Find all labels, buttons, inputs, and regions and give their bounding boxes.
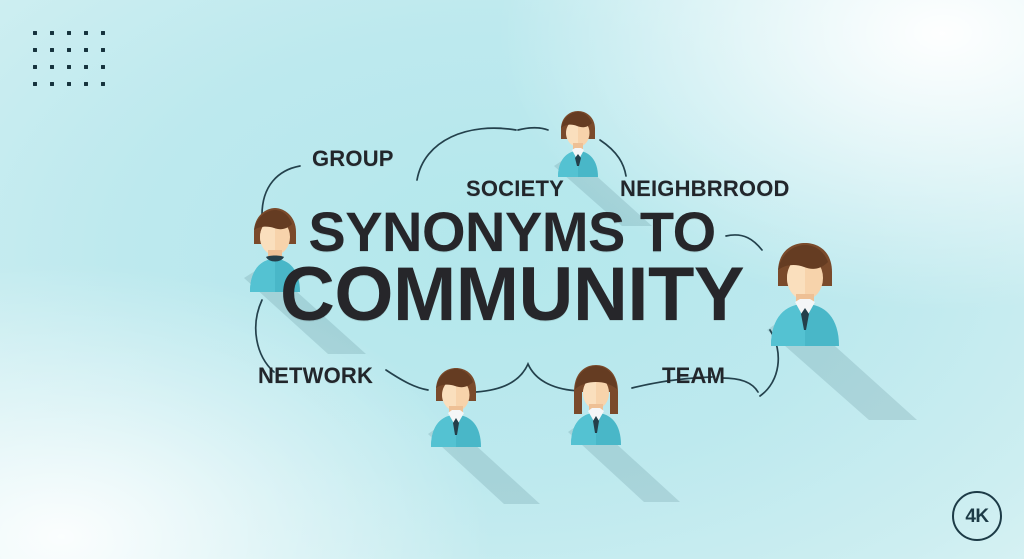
grid-dot [84,65,88,69]
headline-line-1: SYNONYMS TO [308,200,716,263]
grid-dot [50,31,54,35]
grid-dot [84,82,88,86]
keyword-team: TEAM [662,363,726,388]
grid-dot [101,65,105,69]
headline-line-2: COMMUNITY [279,251,745,337]
keyword-society: SOCIETY [466,176,564,201]
grid-dot [33,82,37,86]
grid-dot [50,82,54,86]
headline-block: SYNONYMS TO COMMUNITY [0,200,1024,337]
grid-dot [50,65,54,69]
keyword-network: NETWORK [258,363,374,388]
grid-dot [67,48,71,52]
resolution-badge-label: 4K [965,505,989,527]
avatar-top [548,108,652,226]
dot-grid-decoration [33,31,109,86]
avatar-bottom-right [560,362,680,502]
grid-dot [33,48,37,52]
grid-dot [67,65,71,69]
grid-dot [101,82,105,86]
grid-dot [84,31,88,35]
grid-dot [50,48,54,52]
avatar-right [757,238,917,420]
resolution-badge-4k: 4K [952,491,1002,541]
grid-dot [33,31,37,35]
grid-dot [67,31,71,35]
grid-dot [33,65,37,69]
keyword-neighbrrood: NEIGHBRROOD [620,176,790,201]
keyword-group: GROUP [312,146,394,171]
grid-dot [101,48,105,52]
arc-society-to-top-avatar [517,126,549,131]
arc-team-to-right-avatar [721,377,759,393]
arc-group-to-society [416,127,517,181]
grid-dot [101,31,105,35]
grid-dot [67,82,71,86]
grid-dot [84,48,88,52]
avatar-bottom-left [420,364,540,504]
